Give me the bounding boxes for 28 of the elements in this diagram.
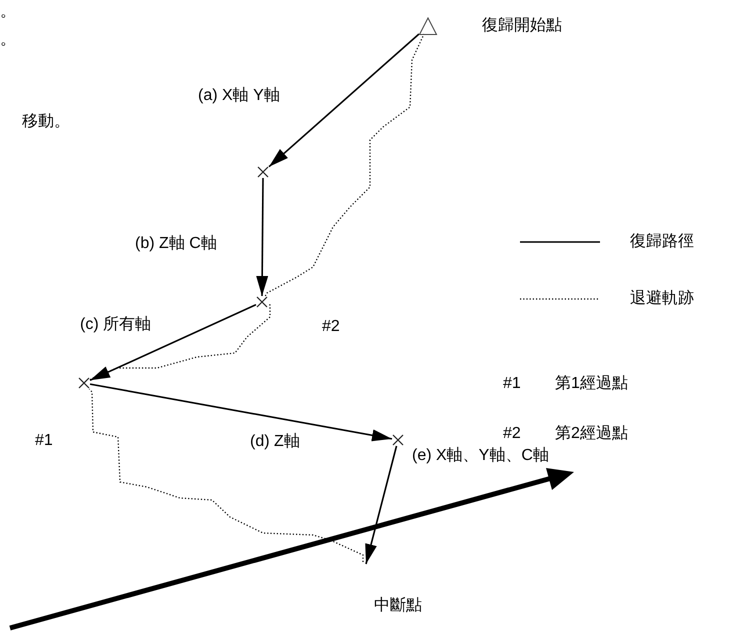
point-number: #1 xyxy=(35,431,53,451)
point-number: #2 xyxy=(322,317,340,337)
dotted-path xyxy=(88,388,364,562)
cross-mark xyxy=(392,434,404,446)
edge-label: (d) Z軸 xyxy=(250,432,300,452)
legend-label: 復歸路徑 xyxy=(630,232,694,252)
text-fragment: 。 xyxy=(0,2,16,22)
legend-label: 退避軌跡 xyxy=(630,289,694,309)
edge-label: (b) Z軸 C軸 xyxy=(135,234,217,254)
point-caption: 中斷點 xyxy=(374,596,422,616)
arrow xyxy=(256,178,268,296)
point-number: #2 xyxy=(503,424,521,444)
edge-label: (e) X軸、Y軸、C軸 xyxy=(412,446,549,466)
text-fragment: 。 xyxy=(0,30,16,50)
arrow xyxy=(90,383,392,442)
text-fragment: 移動。 xyxy=(22,112,70,132)
cross-mark xyxy=(257,166,269,178)
edge-label: (a) X軸 Y軸 xyxy=(198,86,280,106)
point-description: 第2經過點 xyxy=(555,424,628,444)
edge-label: (c) 所有軸 xyxy=(80,315,152,335)
point-number: #1 xyxy=(503,374,521,394)
arrow xyxy=(365,446,398,564)
cross-mark xyxy=(78,377,90,389)
point-caption: 復歸開始點 xyxy=(482,16,562,36)
cross-mark xyxy=(256,296,268,308)
point-description: 第1經過點 xyxy=(555,374,628,394)
start-triangle xyxy=(419,17,437,35)
arrow xyxy=(268,33,420,168)
